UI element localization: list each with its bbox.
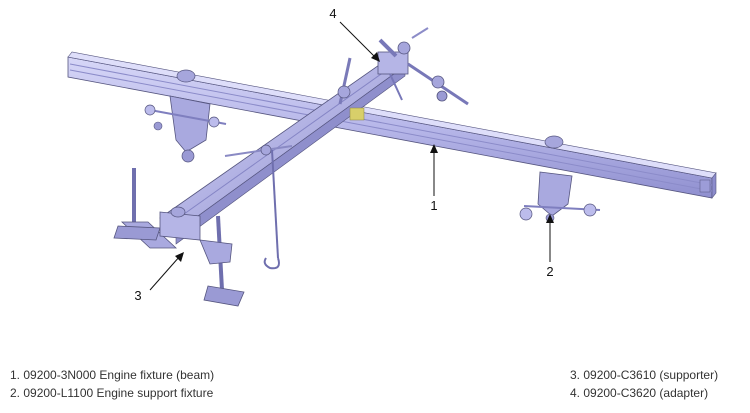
legend-item-3: 3. 09200-C3610 (supporter): [570, 368, 719, 382]
adapter-assembly: [377, 27, 469, 106]
right-engine-support-fixture: [519, 135, 601, 223]
supporter-cross-beam: [159, 55, 406, 245]
engine-fixture-diagram: 1 2 3 4: [67, 6, 717, 307]
callout-2-number: 2: [546, 264, 553, 279]
callout-2: 2: [546, 214, 554, 279]
callout-1-number: 1: [430, 198, 437, 213]
legend-column-left: 1. 09200-3N000 Engine fixture (beam) 2. …: [10, 366, 214, 402]
callout-4: 4: [329, 6, 380, 62]
callout-1: 1: [430, 144, 438, 213]
callout-4-number: 4: [329, 6, 336, 21]
callout-3: 3: [134, 252, 184, 303]
legend-item-4: 4. 09200-C3620 (adapter): [570, 386, 709, 400]
legend-column-right: 3. 09200-C3610 (supporter) 4. 09200-C362…: [570, 366, 718, 402]
parts-legend: 1. 09200-3N000 Engine fixture (beam) 2. …: [0, 366, 750, 406]
callout-3-number: 3: [134, 288, 141, 303]
legend-item-1: 1. 09200-3N000 Engine fixture (beam): [10, 368, 215, 382]
left-front-leg: [113, 168, 178, 249]
left-rear-leg: [199, 215, 245, 307]
legend-item-2: 2. 09200-L1100 Engine support fixture: [10, 386, 214, 400]
cross-beam-end-block: [159, 206, 201, 241]
center-hook-rod: [224, 57, 352, 270]
left-engine-support-fixture: [144, 69, 227, 163]
